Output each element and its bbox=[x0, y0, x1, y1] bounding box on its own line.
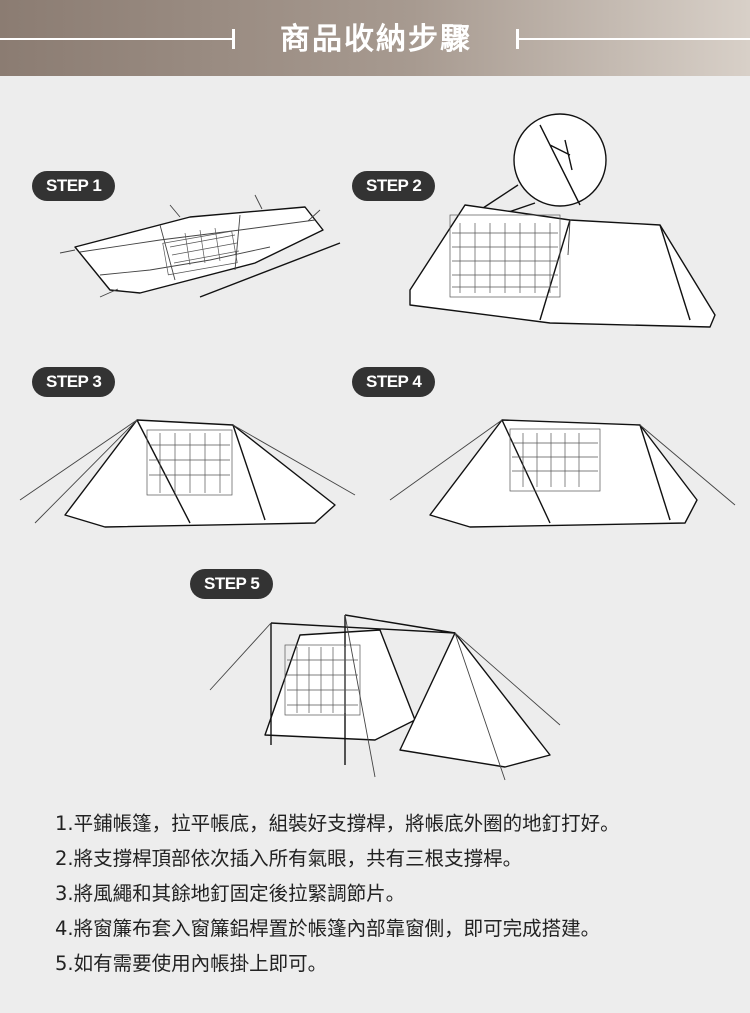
instruction-item: 1.平鋪帳篷，拉平帳底，組裝好支撐桿，將帳底外圈的地釘打好。 bbox=[55, 812, 620, 835]
instructions-list: 1.平鋪帳篷，拉平帳底，組裝好支撐桿，將帳底外圈的地釘打好。 2.將支撐桿頂部依… bbox=[55, 806, 735, 981]
step-4-badge: STEP 4 bbox=[352, 367, 436, 397]
step-2-half-raised-tent-illustration bbox=[409, 113, 716, 328]
instruction-item: 2.將支撐桿頂部依次插入所有氣眼，共有三根支撐桿。 bbox=[55, 847, 523, 870]
header-divider-right bbox=[519, 38, 750, 40]
step-1-badge: STEP 1 bbox=[32, 171, 116, 201]
step-4-tent-with-curtains-illustration bbox=[389, 419, 736, 528]
step-3-standing-tent-illustration bbox=[19, 419, 356, 528]
header-tick-left bbox=[232, 29, 235, 49]
page-title: 商品收納步驟 bbox=[280, 22, 472, 57]
step-5-badge: STEP 5 bbox=[190, 569, 274, 599]
header-divider-left bbox=[0, 38, 232, 40]
instruction-item: 3.將風繩和其餘地釘固定後拉緊調節片。 bbox=[55, 882, 406, 905]
step-5-complete-tent-illustration bbox=[209, 614, 561, 781]
step-3-badge: STEP 3 bbox=[32, 367, 116, 397]
step-1-flat-tent-illustration bbox=[59, 194, 341, 298]
step-2-badge: STEP 2 bbox=[352, 171, 436, 201]
instruction-item: 4.將窗簾布套入窗簾鋁桿置於帳篷內部靠窗側，即可完成搭建。 bbox=[55, 917, 601, 940]
instruction-item: 5.如有需要使用內帳掛上即可。 bbox=[55, 952, 328, 975]
header-banner: 商品收納步驟 bbox=[0, 0, 750, 76]
header-tick-right bbox=[516, 29, 519, 49]
